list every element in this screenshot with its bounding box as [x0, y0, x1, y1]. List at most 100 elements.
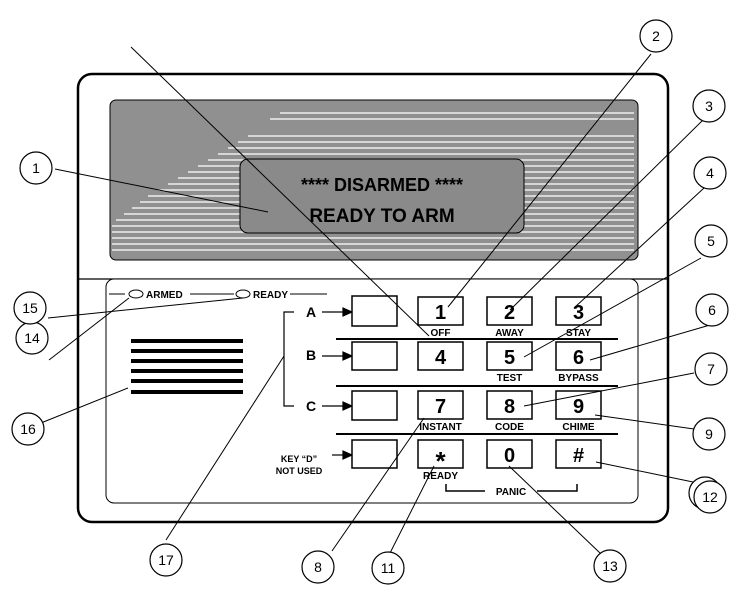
key-face[interactable]: [486, 390, 533, 420]
key-4[interactable]: 4: [417, 341, 464, 371]
callout-number: 12: [702, 489, 718, 505]
panic-label: PANIC: [496, 487, 526, 498]
callout-8: 8: [301, 550, 335, 584]
function-key-d[interactable]: [351, 439, 398, 469]
key-face[interactable]: [555, 341, 602, 371]
key-star[interactable]: *READY: [417, 439, 464, 482]
callout-circle: [694, 224, 728, 258]
key-face[interactable]: [417, 296, 464, 326]
callout-number: 2: [652, 28, 660, 44]
callout-17: 17: [149, 543, 183, 577]
callout-9: 9: [692, 417, 726, 451]
display-window: **** DISARMED **** READY TO ARM: [109, 99, 639, 261]
key-face[interactable]: [486, 439, 533, 469]
function-key-b-label: B: [306, 347, 316, 363]
callout-15: 15: [13, 291, 47, 325]
display-text-area: [239, 158, 525, 234]
callout-7: 7: [694, 352, 728, 386]
key-digit: 6: [573, 347, 584, 369]
key-face[interactable]: [555, 439, 602, 469]
function-key-c[interactable]: [351, 390, 398, 421]
key-digit: 2: [504, 302, 515, 324]
callout-circle: [149, 543, 183, 577]
key-digit: #: [573, 445, 584, 467]
callout-number: 1: [32, 160, 40, 176]
key-digit: 0: [504, 445, 515, 467]
callout-number: 3: [705, 98, 713, 114]
callout-number: 14: [24, 330, 40, 346]
key-face[interactable]: [555, 296, 602, 326]
key-function-label: AWAY: [495, 328, 524, 339]
key-function-label: BYPASS: [558, 373, 599, 384]
function-key-a[interactable]: [351, 295, 398, 327]
callout-circle: [694, 352, 728, 386]
callout-11: 11: [371, 551, 405, 585]
callout-circle: [695, 293, 729, 327]
callout-3: 3: [692, 89, 726, 123]
callout-number: 4: [706, 165, 714, 181]
function-key-b[interactable]: [351, 341, 398, 371]
function-key-a-label: A: [306, 304, 316, 320]
key-digit: 8: [504, 396, 515, 418]
indicator-strip: ARMED READY: [109, 289, 327, 301]
callout-circle: [371, 551, 405, 585]
key-function-label: CHIME: [562, 422, 595, 433]
key-digit: *: [435, 446, 446, 476]
function-key-arrows: [322, 307, 354, 460]
callout-circle: [693, 156, 727, 190]
callout-number: 9: [705, 426, 713, 442]
key-function-label: STAY: [566, 328, 591, 339]
key-d-note-line1: KEY “D”: [281, 454, 317, 464]
key-function-label: TEST: [497, 373, 523, 384]
callout-number: 17: [158, 552, 174, 568]
leader-lines: [35, 46, 711, 558]
callout-number: 11: [381, 560, 396, 576]
panic-bracket: [445, 484, 578, 492]
callout-circle: [11, 412, 45, 446]
key-face[interactable]: [417, 341, 464, 371]
callout-markers: 1234567891011121314151617: [11, 19, 729, 585]
armed-led-icon: [128, 289, 144, 299]
key-face[interactable]: [417, 390, 464, 420]
display-line-1: **** DISARMED ****: [301, 175, 463, 195]
key-face[interactable]: [486, 341, 533, 371]
key-digit: 5: [504, 347, 515, 369]
key-pound[interactable]: #: [555, 439, 602, 469]
key-face[interactable]: [417, 439, 464, 469]
callout-circle: [19, 151, 53, 185]
key-function-label: OFF: [431, 328, 451, 339]
callout-number: 16: [20, 421, 36, 437]
callout-5: 5: [694, 224, 728, 258]
key-digit: 9: [573, 396, 584, 418]
key-function-label: READY: [423, 471, 458, 482]
callout-circle: [593, 549, 627, 583]
callout-number: 15: [22, 300, 38, 316]
key-digit: 3: [573, 302, 584, 324]
callout-4: 4: [693, 156, 727, 190]
ready-led-icon: [235, 289, 251, 299]
armed-indicator-label: ARMED: [146, 290, 183, 301]
ready-indicator-label: READY: [253, 290, 288, 301]
callout-number: 5: [707, 233, 715, 249]
callout-number: 6: [708, 302, 716, 318]
key-0[interactable]: 0: [486, 439, 533, 469]
callout-circle: [692, 417, 726, 451]
key-digit: 4: [435, 347, 447, 369]
callout-12: 12: [693, 480, 727, 514]
callout-number: 8: [314, 559, 322, 575]
callout-circle: [693, 480, 727, 514]
callout-number: 13: [602, 558, 618, 574]
callout-circle: [639, 19, 673, 53]
key-face[interactable]: [486, 296, 533, 326]
callout-circle: [13, 291, 47, 325]
